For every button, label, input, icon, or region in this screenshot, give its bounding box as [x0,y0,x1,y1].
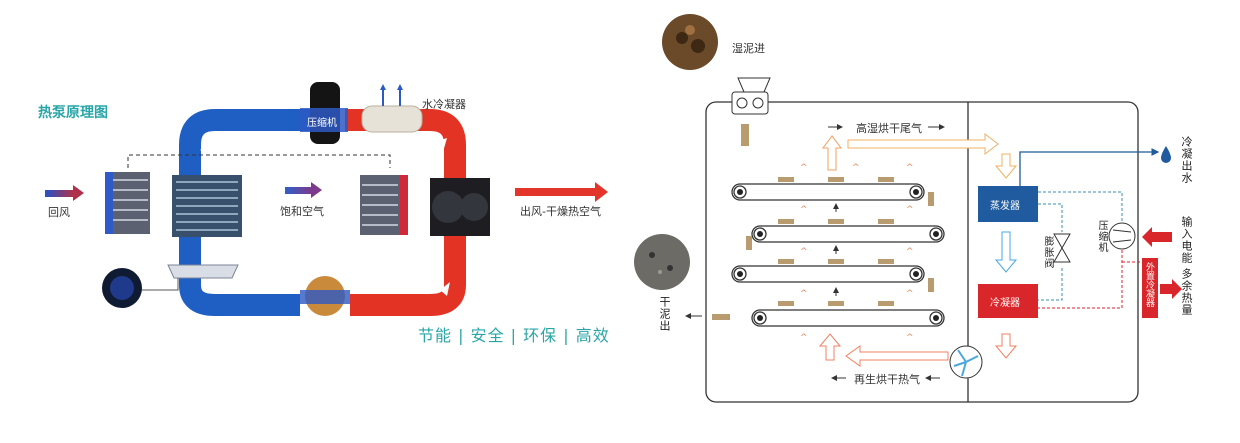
circulation-fan [949,345,983,379]
exhaust-down-arrow [994,153,1018,179]
dashed-link [127,154,391,168]
expansion-valve-symbol [1053,233,1071,263]
svg-text:^: ^ [852,163,860,173]
svg-text:^: ^ [800,333,808,343]
water-condenser-body [361,105,423,133]
heat-pump-loop-graphic [45,82,608,316]
cool-down-arrow [994,231,1018,273]
flow-arrow [205,278,221,292]
saturated-air-label: 饱和空气 [280,205,324,218]
svg-text:^: ^ [906,163,914,173]
svg-text:^: ^ [906,289,914,299]
regen-flow-arrow [845,345,949,367]
conveyor-belts [731,183,945,327]
svg-text:^: ^ [906,333,914,343]
expansion-valve-label: 膨胀阀 [1042,236,1053,269]
svg-text:^: ^ [800,289,808,299]
svg-text:^: ^ [906,247,914,257]
condensate-out-label: 冷凝出水 [1180,136,1193,184]
high-humidity-exhaust-label: 高湿烘干尾气 [856,122,922,135]
condenser-label: 冷凝器 [990,298,1020,309]
outlet-air-label: 出风-干燥热空气 [520,205,601,218]
condensate-line [1019,148,1160,186]
slogan: 节能 | 安全 | 环保 | 高效 [418,326,610,345]
exhaust-flow-arrow [847,132,999,156]
excess-heat-label: 多余热量 [1180,268,1193,316]
wet-sludge-photo [662,14,718,70]
svg-text:^: ^ [906,205,914,215]
compressor-label-right: 压缩机 [1096,220,1107,253]
power-input-label: 输入电能 [1180,216,1193,264]
dry-sludge-out-label: 干泥出 [658,296,671,332]
compressor-label: 压缩机 [307,118,337,129]
svg-text:^: ^ [800,163,808,173]
regen-hot-air-label: 再生烘干热气 [854,373,920,386]
wet-sludge-in-label: 湿泥进 [732,42,765,55]
flow-arrow [440,282,450,296]
water-drop-icon [1161,146,1171,163]
dryer-housing [705,101,1139,403]
diagram-title: 热泵原理图 [38,105,108,121]
dry-sludge-photo [634,234,690,290]
water-condenser-label: 水冷凝器 [422,98,466,111]
evaporator-label: 蒸发器 [990,201,1020,212]
svg-text:^: ^ [800,205,808,215]
compressor-symbol [1108,222,1136,250]
flow-arrow [435,138,447,152]
exhaust-up-arrow [822,135,842,171]
power-input-arrow [1142,227,1172,247]
flow-arrow [200,142,212,156]
svg-text:^: ^ [800,247,808,257]
external-condenser-label: 外置冷凝器 [1144,262,1154,307]
regen-up-arrow [818,333,842,361]
return-air-label: 回风 [48,206,70,219]
hot-down-arrow [994,333,1018,359]
hopper [737,77,771,93]
